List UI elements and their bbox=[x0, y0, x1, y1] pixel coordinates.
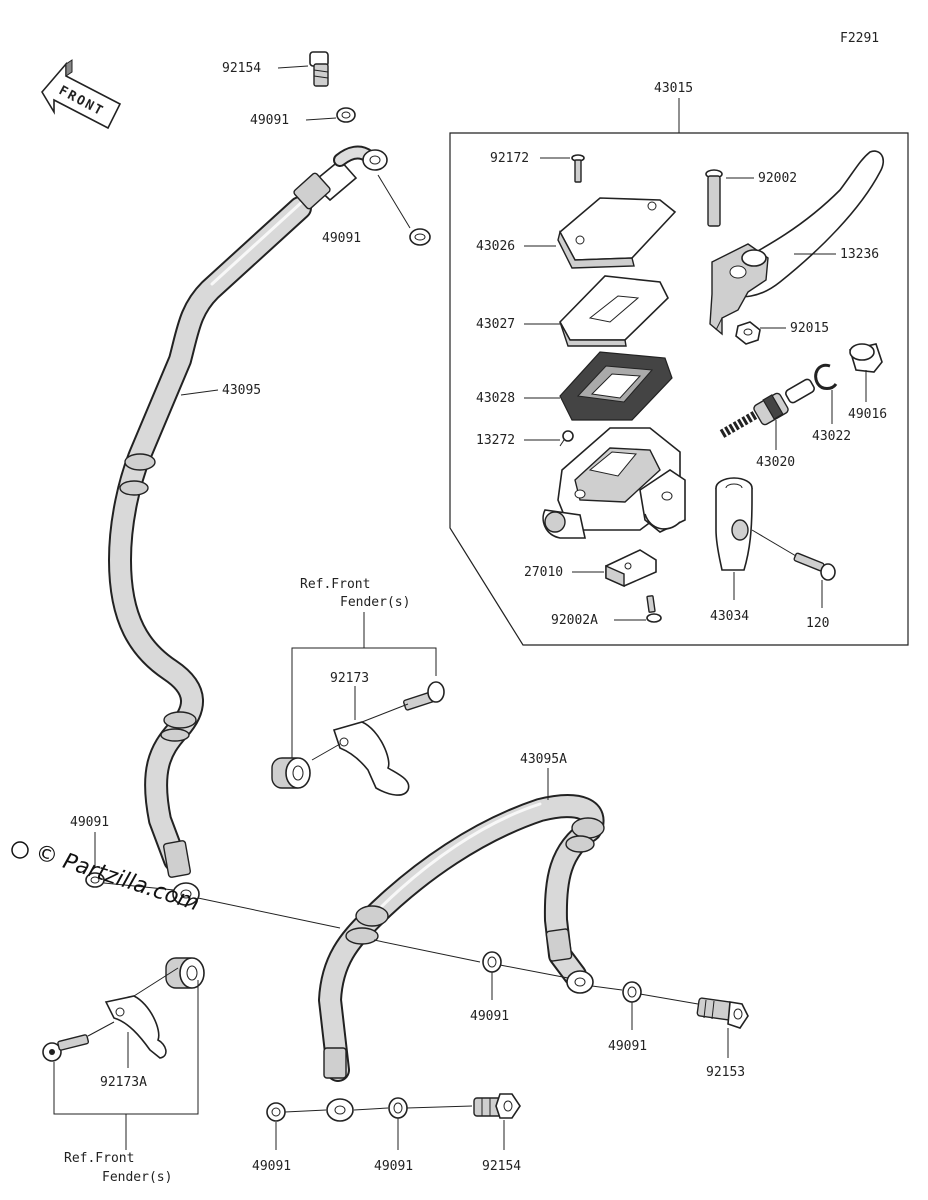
ref-bot-line1: Ref.Front bbox=[64, 1151, 134, 1166]
banjo-bolt-top bbox=[309, 51, 329, 87]
clamp-92173A bbox=[104, 995, 167, 1059]
label-43026: 43026 bbox=[476, 239, 515, 254]
grommet-92173 bbox=[271, 757, 311, 789]
label-49091-top-a: 49091 bbox=[250, 113, 289, 128]
bracket-27010 bbox=[605, 549, 657, 588]
label-49091-left: 49091 bbox=[70, 815, 109, 830]
assembly-box bbox=[449, 132, 909, 646]
figure-code: F2291 bbox=[840, 31, 879, 46]
label-92172: 92172 bbox=[490, 151, 529, 166]
reservoir-cap-43026 bbox=[557, 197, 677, 269]
label-43022: 43022 bbox=[812, 429, 851, 444]
brake-hose-43095 bbox=[108, 145, 388, 906]
label-43095: 43095 bbox=[222, 383, 261, 398]
label-27010: 27010 bbox=[524, 565, 563, 580]
label-120: 120 bbox=[806, 616, 829, 631]
ref-bot-line2: Fender(s) bbox=[102, 1170, 172, 1185]
bolt-92002 bbox=[705, 169, 723, 227]
grommet-92173A bbox=[165, 957, 205, 989]
label-43028: 43028 bbox=[476, 391, 515, 406]
banjo-bolt-92153 bbox=[696, 997, 749, 1029]
label-92154-top: 92154 bbox=[222, 61, 261, 76]
bolt-120 bbox=[751, 529, 836, 581]
bolt-92173A bbox=[42, 1034, 90, 1062]
label-92002A: 92002A bbox=[551, 613, 598, 628]
boot-cover-49016 bbox=[848, 343, 883, 373]
brake-hose-43095A bbox=[318, 794, 605, 1122]
banjo-bolt-92154-bottom bbox=[473, 1093, 521, 1119]
plate-43027 bbox=[559, 275, 669, 347]
clamp-92173 bbox=[332, 721, 410, 796]
label-13236: 13236 bbox=[840, 247, 879, 262]
assembly-label: 43015 bbox=[654, 81, 693, 96]
label-92173: 92173 bbox=[330, 671, 369, 686]
piston-43020 bbox=[719, 378, 815, 438]
diaphragm-43028 bbox=[559, 351, 673, 421]
circlip-43022 bbox=[814, 363, 838, 390]
label-49091-bot-a: 49091 bbox=[252, 1159, 291, 1174]
label-43095A: 43095A bbox=[520, 752, 567, 767]
screw-92172 bbox=[571, 154, 585, 183]
label-49091-mid-a: 49091 bbox=[470, 1009, 509, 1024]
label-92154-bot: 92154 bbox=[482, 1159, 521, 1174]
ref-top-line2: Fender(s) bbox=[340, 595, 410, 610]
front-arrow-icon: FRONT bbox=[41, 59, 122, 130]
ref-top-line1: Ref.Front bbox=[300, 577, 370, 592]
label-49016: 49016 bbox=[848, 407, 887, 422]
master-cylinder-body bbox=[542, 427, 686, 539]
holder-43034 bbox=[715, 477, 753, 571]
cap-13272 bbox=[559, 430, 574, 447]
nut-92015 bbox=[735, 321, 761, 345]
bolt-92173 bbox=[403, 681, 445, 711]
label-13272: 13272 bbox=[476, 433, 515, 448]
brake-lever-13236 bbox=[709, 150, 885, 336]
label-49091-mid-b: 49091 bbox=[608, 1039, 647, 1054]
label-43027: 43027 bbox=[476, 317, 515, 332]
label-49091-top-b: 49091 bbox=[322, 231, 361, 246]
label-92173A: 92173A bbox=[100, 1075, 147, 1090]
label-49091-bot-b: 49091 bbox=[374, 1159, 413, 1174]
label-43034: 43034 bbox=[710, 609, 749, 624]
label-92153: 92153 bbox=[706, 1065, 745, 1080]
label-92002: 92002 bbox=[758, 171, 797, 186]
label-92015: 92015 bbox=[790, 321, 829, 336]
screw-92002A bbox=[646, 595, 662, 623]
label-43020: 43020 bbox=[756, 455, 795, 470]
